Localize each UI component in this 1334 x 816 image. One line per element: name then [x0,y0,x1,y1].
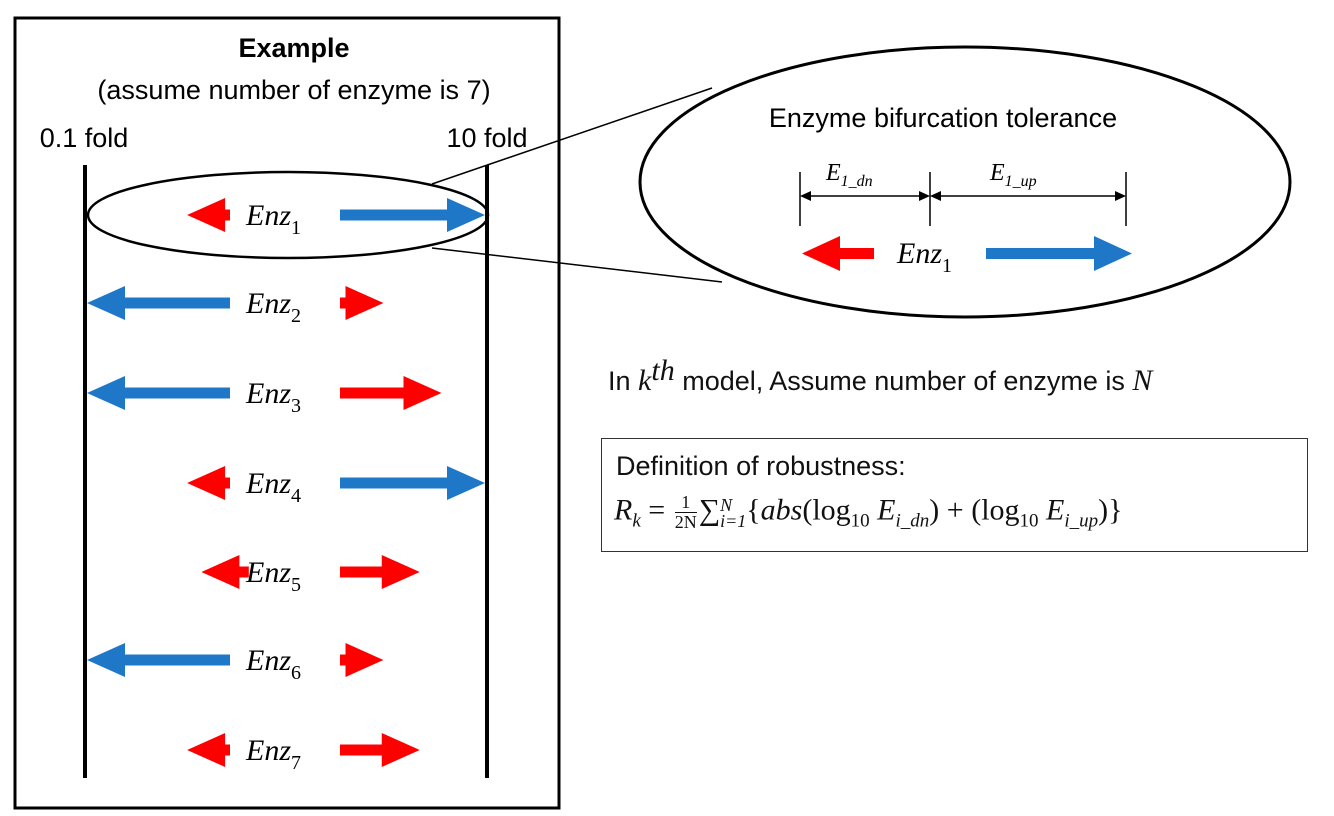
example-frame [13,16,561,810]
zoom-up-arrow [986,236,1132,271]
zoom-ellipse [638,45,1292,319]
example-subtitle: (assume number of enzyme is 7) [97,75,490,105]
enz2-down-arrow [87,286,230,320]
enz6-down-arrow [87,643,230,677]
enz7-label: Enz7 [245,734,301,774]
zoom-enzyme-label: Enz1 [896,237,952,277]
enz1-down-arrow [187,198,230,232]
enz1-highlight-ellipse [86,170,490,260]
enz7-down-arrow [187,733,230,767]
dim-dn-label: E1_dn [825,160,873,190]
enz6-label: Enz6 [245,644,301,684]
enz5-label: Enz5 [245,556,301,596]
enz7-up-arrow [340,733,420,767]
enz3-up-arrow [340,376,442,410]
enz1-label: Enz1 [245,199,301,239]
zoom-connector-top [431,87,713,185]
enz5-down-arrow [201,555,249,589]
enz3-down-arrow [87,376,230,410]
left-bound-label: 0.1 fold [40,123,129,153]
zoom-connector-bottom [431,247,723,283]
enz4-label: Enz4 [245,467,301,507]
robustness-title: Definition of robustness: [616,451,906,481]
enz5-up-arrow [340,555,420,589]
dim-up-label: E1_up [989,160,1037,190]
enz4-down-arrow [187,466,230,500]
dim-up-arrowhead-right [1115,191,1126,201]
enz2-label: Enz2 [245,287,301,327]
zoom-title: Enzyme bifurcation tolerance [769,103,1117,133]
enz3-label: Enz3 [245,377,301,417]
dim-up-arrowhead-left [930,191,941,201]
dim-dn-arrowhead-right [919,191,930,201]
zoom-down-arrow [802,236,874,271]
enz2-up-arrow [340,286,384,320]
model-assumption: In kth model, Assume number of enzyme is… [608,354,1153,397]
right-bound-label: 10 fold [446,123,527,153]
dim-dn-arrowhead-left [800,191,811,201]
example-title: Example [238,33,349,63]
enz4-up-arrow [340,466,485,500]
enz1-up-arrow [340,198,485,232]
enz6-up-arrow [340,643,384,677]
